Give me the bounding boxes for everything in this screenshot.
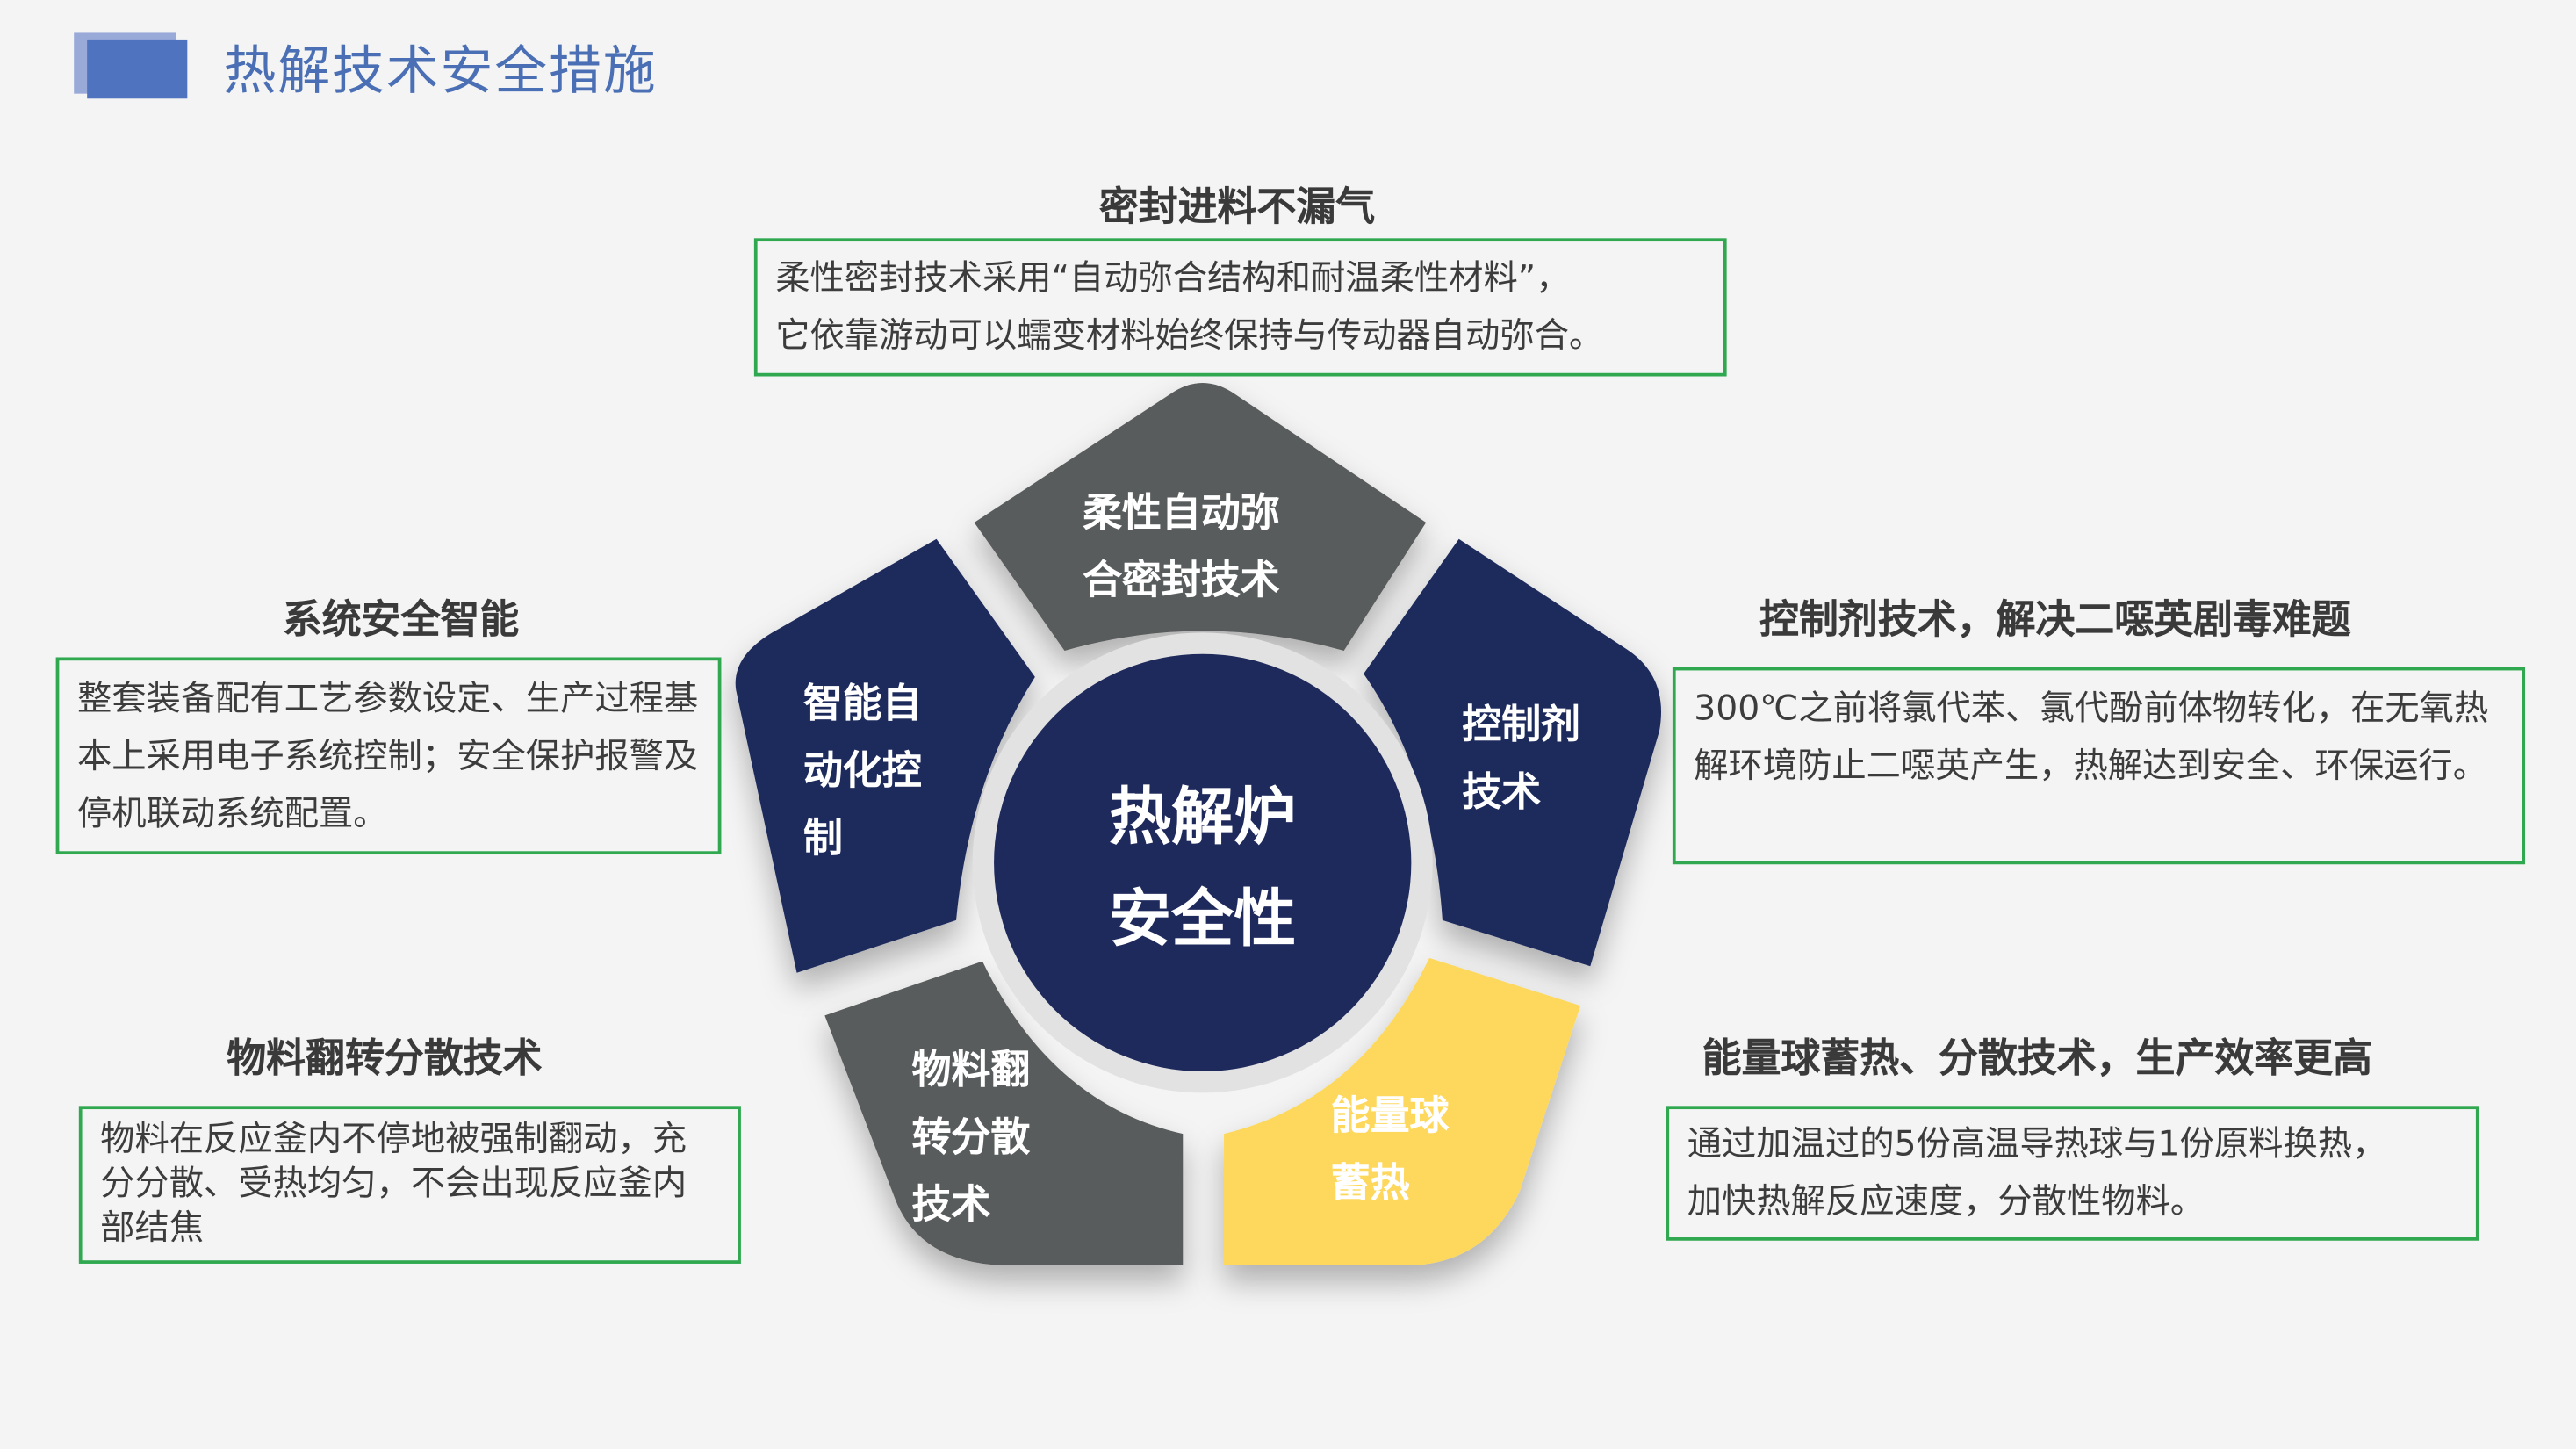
callout-left-heading: 系统安全智能: [282, 596, 520, 643]
center-label-line1: 热解炉: [1109, 780, 1297, 854]
callout-top-line2: 它依靠游动可以蠕变材料始终保持与传动器自动弥合。: [775, 315, 1604, 356]
segment-label-line: 技术: [1462, 768, 1542, 816]
segment-bottom-right: [1224, 957, 1581, 1265]
segment-label-right: 控制剂 技术: [1462, 692, 1580, 826]
callout-bottom-left-box: 物料在反应釜内不停地被强制翻动，充分分散、受热均匀，不会出现反应釜内部结焦: [78, 1106, 741, 1264]
callout-top-box: 柔性密封技术采用“自动弥合结构和耐温柔性材料”， 它依靠游动可以蠕变材料始终保持…: [753, 238, 1727, 377]
segment-label-top: 柔性自动弥 合密封技术: [1083, 479, 1280, 614]
segment-label-line: 物料翻: [911, 1046, 1031, 1093]
callout-right-heading: 控制剂技术，解决二噁英剧毒难题: [1759, 596, 2351, 643]
center-label: 热解炉 安全性: [1039, 766, 1367, 970]
segment-label-line: 能量球: [1330, 1092, 1450, 1139]
segment-label-line: 智能自: [803, 680, 922, 727]
callout-left-text: 整套装备配有工艺参数设定、生产过程基本上采用电子系统控制；安全保护报警及停机联动…: [76, 678, 699, 833]
segment-label-line: 技术: [911, 1181, 991, 1228]
segment-label-line: 合密封技术: [1083, 557, 1280, 603]
callout-right-box: 300℃之前将氯代苯、氯代酚前体物转化，在无氧热解环境防止二噁英产生，热解达到安…: [1672, 667, 2526, 865]
segment-left: [735, 538, 1035, 973]
segment-top: [974, 382, 1427, 651]
callout-top-heading: 密封进料不漏气: [1098, 184, 1376, 230]
segment-label-bottom-left: 物料翻 转分散 技术: [912, 1037, 1031, 1239]
title-accent-front: [87, 39, 188, 99]
segment-label-bottom-right: 能量球 蓄热: [1331, 1083, 1450, 1217]
segment-label-line: 控制剂: [1462, 702, 1581, 748]
segment-right: [1364, 538, 1662, 967]
segment-label-line: 转分散: [911, 1114, 1031, 1161]
segment-label-left: 智能自 动化控 制: [803, 670, 922, 872]
callout-bottom-right-line1: 通过加温过的5份高温导热球与1份原料换热，: [1687, 1123, 2387, 1164]
callout-top-line1: 柔性密封技术采用“自动弥合结构和耐温柔性材料”，: [775, 257, 1571, 298]
segment-label-line: 蓄热: [1330, 1160, 1410, 1207]
center-label-line2: 安全性: [1109, 882, 1297, 955]
center-circle: [994, 653, 1412, 1072]
segment-label-line: 制: [803, 815, 843, 861]
callout-bottom-left-text: 物料在反应釜内不停地被强制翻动，充分分散、受热均匀，不会出现反应釜内部结焦: [100, 1119, 687, 1248]
callout-bottom-right-heading: 能量球蓄热、分散技术，生产效率更高: [1702, 1034, 2373, 1082]
callout-right-text: 300℃之前将氯代苯、氯代酚前体物转化，在无氧热解环境防止二噁英产生，热解达到安…: [1694, 688, 2489, 786]
callout-bottom-left-heading: 物料翻转分散技术: [227, 1034, 543, 1082]
segment-label-line: 柔性自动弥: [1083, 489, 1280, 537]
callout-left-box: 整套装备配有工艺参数设定、生产过程基本上采用电子系统控制；安全保护报警及停机联动…: [55, 657, 722, 855]
callout-bottom-right-line2: 加快热解反应速度，分散性物料。: [1687, 1181, 2205, 1222]
page-title: 热解技术安全措施: [223, 39, 658, 103]
callout-bottom-right-box: 通过加温过的5份高温导热球与1份原料换热， 加快热解反应速度，分散性物料。: [1666, 1106, 2479, 1241]
segment-bottom-left: [824, 961, 1184, 1265]
segment-label-line: 动化控: [803, 747, 922, 794]
